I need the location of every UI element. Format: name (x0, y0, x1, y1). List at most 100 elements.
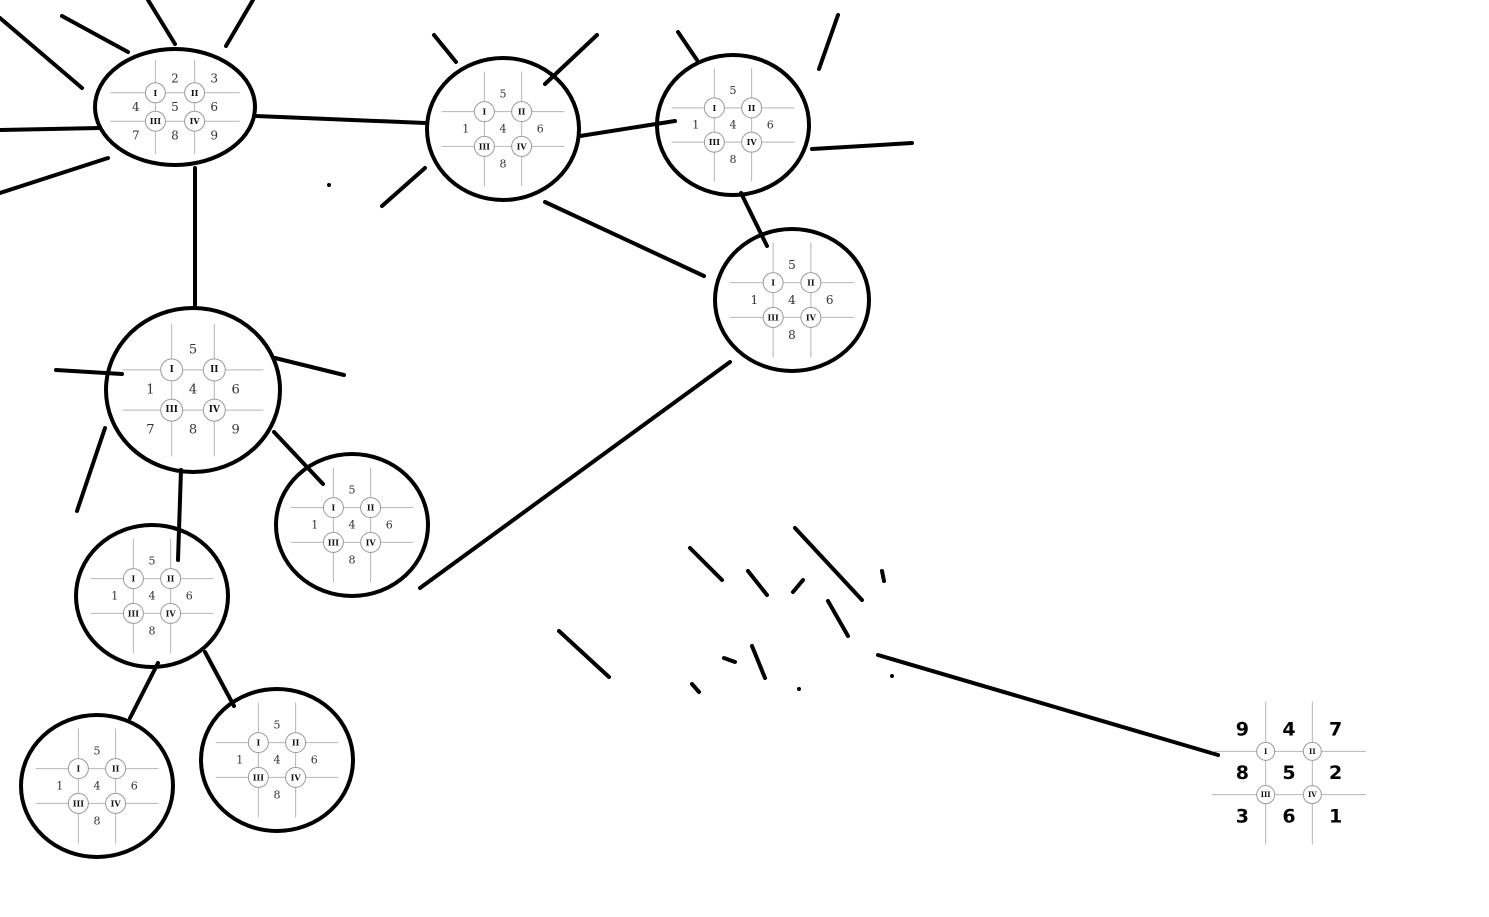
roman-label: III (165, 405, 178, 415)
roman-circle (322, 531, 344, 553)
roman-circle (144, 110, 166, 132)
roman-circle (247, 732, 269, 754)
roman-label: III (150, 116, 161, 126)
roman-label: I (483, 107, 487, 117)
cell-number: 8 (149, 624, 156, 637)
edge-line (224, 0, 255, 48)
edge-line (128, 661, 160, 720)
cell-number: 8 (189, 423, 197, 438)
cell-number: 9 (210, 128, 218, 142)
roman-circle (473, 101, 495, 123)
roman-label: II (112, 764, 120, 774)
edge-line (543, 200, 706, 278)
ink-dot (890, 674, 894, 678)
edge-line (676, 30, 699, 62)
cell-number: 9 (231, 423, 239, 438)
cell-number: 9 (1236, 719, 1249, 741)
roman-circle (67, 792, 89, 814)
cell-number: 4 (189, 383, 197, 398)
cell-number: 4 (149, 590, 156, 603)
roman-circle (160, 602, 182, 624)
roman-label: II (292, 738, 300, 748)
roman-label: III (128, 608, 139, 618)
roman-circle (160, 398, 184, 422)
edge-line (880, 569, 886, 583)
roman-circle (67, 758, 89, 780)
roman-label: III (1261, 790, 1271, 799)
node-ring (425, 56, 581, 202)
cell-number: 7 (132, 128, 140, 142)
roman-label: II (518, 107, 526, 117)
edge-line (791, 578, 805, 594)
cell-number: 2 (1329, 762, 1342, 784)
edge-line (254, 114, 427, 125)
roman-circle (360, 497, 382, 519)
node-ring (93, 47, 257, 167)
roman-circle (762, 306, 784, 328)
roman-circle (202, 358, 226, 382)
roman-label: I (713, 103, 717, 113)
roman-circle (741, 131, 763, 153)
edge-line (690, 682, 701, 694)
cell-number: 8 (730, 153, 737, 166)
node-ring (655, 53, 811, 197)
roman-label: II (807, 278, 815, 288)
cell-number: 6 (767, 119, 774, 132)
cell-number: 5 (149, 555, 156, 568)
cell-number: 1 (56, 780, 63, 793)
roman-label: I (170, 365, 174, 375)
cell-number: 6 (386, 519, 393, 532)
roman-circle (741, 97, 763, 119)
roman-circle (1256, 785, 1276, 805)
roman-circle (184, 110, 206, 132)
cell-number: 5 (189, 342, 197, 357)
cell-number: 4 (730, 119, 737, 132)
roman-label: IV (291, 772, 302, 782)
roman-label: IV (166, 608, 177, 618)
roman-label: II (191, 88, 199, 98)
roman-circle (285, 732, 307, 754)
ink-dot (797, 687, 801, 691)
node-ring (74, 523, 230, 669)
roman-label: III (253, 772, 264, 782)
edge-line (176, 468, 183, 562)
cell-number: 1 (146, 383, 154, 398)
edge-line (380, 166, 427, 208)
cell-number: 8 (788, 328, 796, 342)
roman-circle (122, 602, 144, 624)
cell-number: 4 (500, 123, 507, 136)
edge-line (746, 569, 769, 597)
roman-label: I (257, 738, 261, 748)
cell-number: 6 (1282, 805, 1295, 827)
roman-label: IV (209, 405, 221, 415)
edge-line (817, 13, 840, 71)
cell-number: 5 (788, 258, 796, 272)
cell-number: 1 (236, 754, 243, 767)
roman-label: I (154, 88, 158, 98)
cell-number: 1 (1329, 805, 1342, 827)
roman-circle (1302, 785, 1322, 805)
cell-number: 6 (186, 590, 193, 603)
node-ring (199, 687, 355, 833)
roman-label: II (167, 574, 175, 584)
edge-line (876, 653, 1220, 757)
roman-label: IV (1308, 790, 1317, 799)
roman-circle (184, 82, 206, 104)
roman-label: III (328, 537, 339, 547)
roman-label: I (332, 503, 336, 513)
cell-number: 5 (349, 484, 356, 497)
roman-circle (511, 135, 533, 157)
edge-line (826, 599, 850, 638)
cell-number: 4 (788, 293, 796, 307)
roman-label: III (73, 798, 84, 808)
edge-line (688, 546, 724, 582)
cell-number: 5 (274, 719, 281, 732)
edge-line (273, 356, 346, 377)
edge-line (0, 126, 102, 132)
